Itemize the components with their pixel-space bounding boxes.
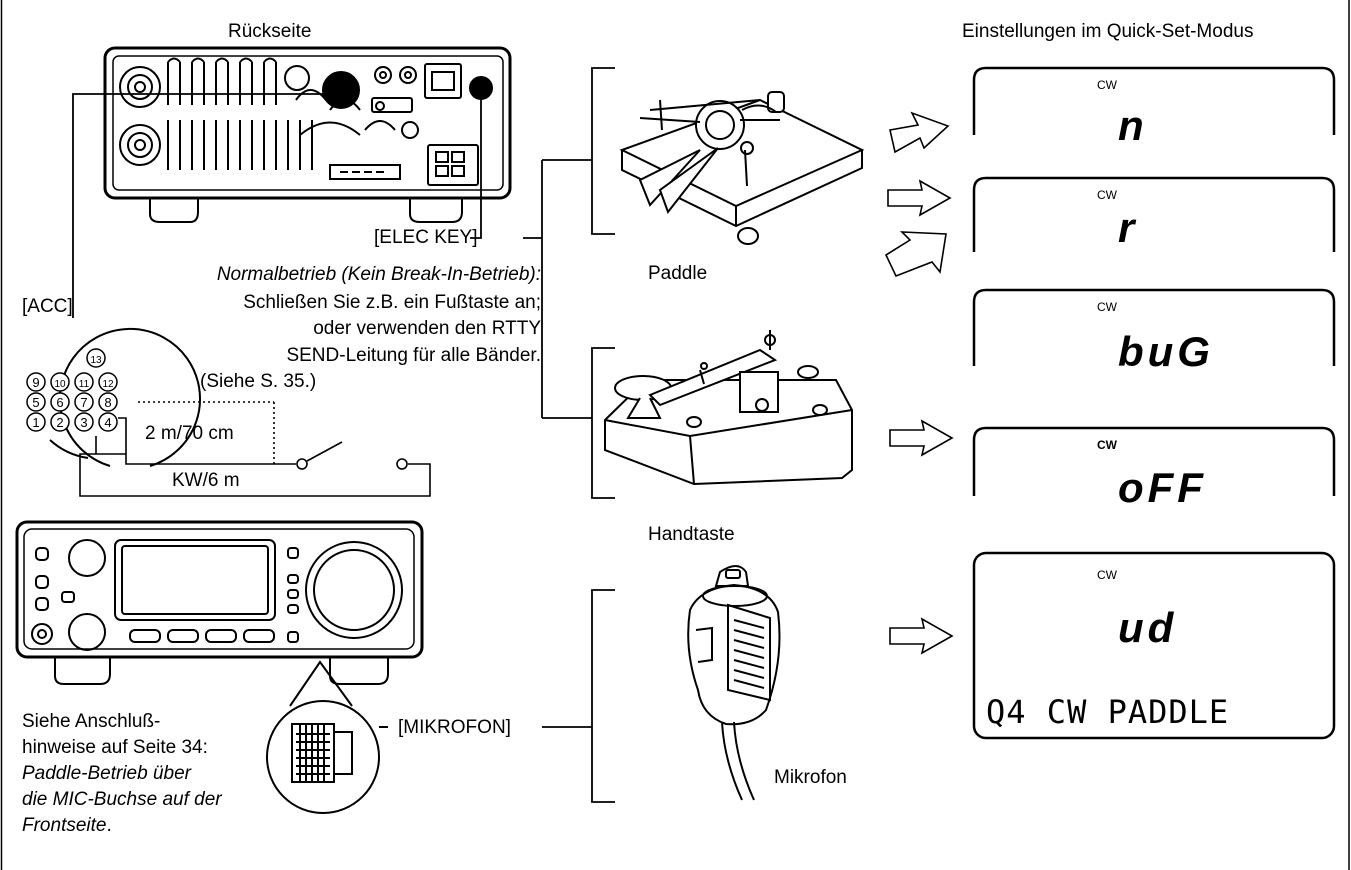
microphone-label: Mikrofon bbox=[774, 766, 847, 789]
lcd-3-value: buG bbox=[1118, 330, 1214, 374]
rear-panel-title: Rückseite bbox=[228, 20, 311, 43]
acc-pin-label: 11 bbox=[79, 379, 90, 390]
lcd-2-value: r bbox=[1118, 206, 1138, 250]
straight-key-drawing bbox=[605, 330, 852, 484]
arrows bbox=[886, 113, 952, 653]
microphone-drawing bbox=[688, 566, 779, 800]
lcd-4-mode: CW bbox=[1097, 438, 1117, 452]
normal-op-line-4: (Siehe S. 35.) bbox=[200, 370, 316, 393]
paddle-label: Paddle bbox=[648, 262, 707, 285]
acc-pin-label: 8 bbox=[104, 395, 111, 410]
acc-pin-label: 4 bbox=[104, 415, 111, 430]
acc-pin-label: 2 bbox=[56, 415, 63, 430]
acc-pin-label: 10 bbox=[54, 379, 66, 390]
lcd-5-mode: CW bbox=[1097, 568, 1117, 582]
acc-pin-label: 9 bbox=[32, 375, 39, 390]
normal-op-title: Normalbetrieb (Kein Break-In-Betrieb): bbox=[217, 263, 541, 286]
normal-op-line-1: Schließen Sie z.B. ein Fußtaste an; bbox=[243, 291, 541, 314]
lcd-5-value: ud bbox=[1118, 606, 1177, 650]
lcd-2-mode: CW bbox=[1097, 188, 1117, 202]
band-hf-label: KW/6 m bbox=[172, 469, 240, 492]
acc-pin-label: 7 bbox=[80, 395, 87, 410]
front-note-end: . bbox=[106, 815, 111, 836]
straight-key-label: Handtaste bbox=[648, 523, 735, 546]
acc-pin-label: 12 bbox=[102, 379, 114, 390]
acc-pin-label: 13 bbox=[90, 355, 102, 366]
front-note-italic-3-wrap: Frontseite. bbox=[22, 814, 112, 837]
acc-jack-label: [ACC] bbox=[22, 295, 73, 318]
quick-set-title: Einstellungen im Quick-Set-Modus bbox=[962, 20, 1253, 43]
front-note-line-2: hinweise auf Seite 34: bbox=[22, 736, 208, 759]
mic-jack-label: [MIKROFON] bbox=[398, 716, 511, 739]
front-panel-drawing bbox=[17, 522, 422, 684]
lcd-4-value: oFF bbox=[1118, 466, 1207, 510]
acc-pin-label: 3 bbox=[80, 415, 87, 430]
band-2m-label: 2 m/70 cm bbox=[145, 422, 234, 445]
lcd-1-mode: CW bbox=[1097, 78, 1117, 92]
front-note-line-1: Siehe Anschluß- bbox=[22, 710, 160, 733]
normal-op-line-3: SEND-Leitung für alle Bänder. bbox=[286, 344, 541, 367]
lcd-3-mode: CW bbox=[1097, 300, 1117, 314]
front-note-italic-2: die MIC-Buchse auf der bbox=[22, 788, 222, 811]
acc-connector-drawing bbox=[50, 329, 200, 466]
acc-pin-label: 5 bbox=[32, 395, 39, 410]
normal-op-line-2: oder verwenden den RTTY bbox=[313, 317, 541, 340]
elec-key-jack-label: [ELEC KEY] bbox=[374, 226, 478, 249]
rear-panel-drawing bbox=[105, 48, 510, 222]
acc-pin-label: 6 bbox=[56, 395, 63, 410]
front-note-italic-1: Paddle-Betrieb über bbox=[22, 762, 191, 785]
front-note-italic-3: Frontseite bbox=[22, 815, 106, 836]
lcd-5-bottom-text: Q4 CW PADDLE bbox=[986, 694, 1229, 730]
paddle-drawing bbox=[622, 92, 862, 244]
lcd-1-value: n bbox=[1118, 104, 1148, 148]
acc-pin-label: 1 bbox=[32, 415, 39, 430]
